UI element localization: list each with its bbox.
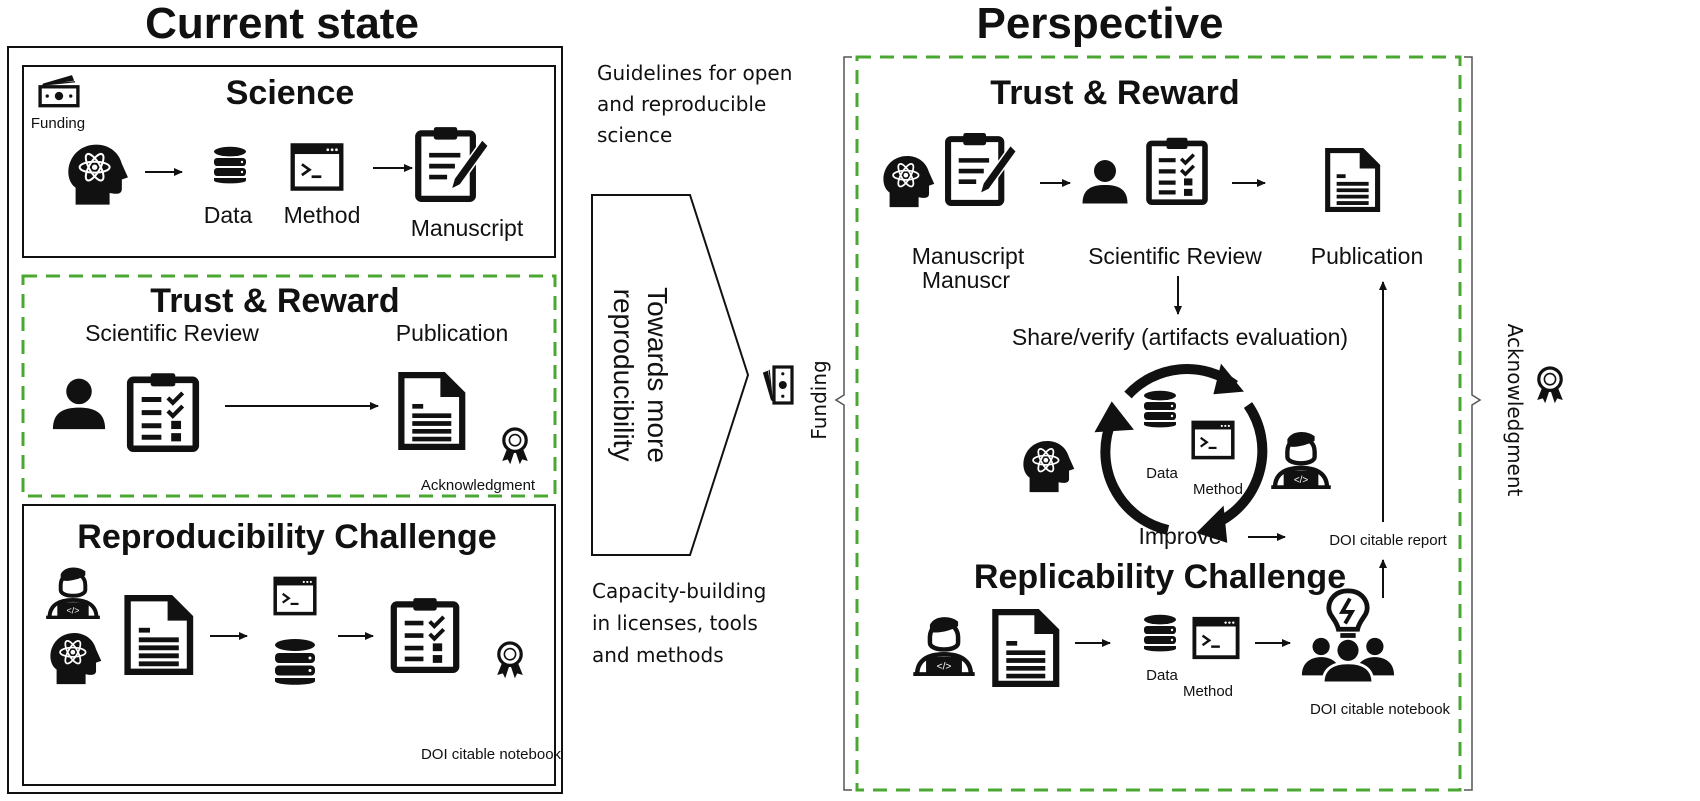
person-icon xyxy=(1082,160,1128,204)
data-label: Data xyxy=(1146,465,1178,482)
report-label: DOI citable report xyxy=(1329,532,1447,549)
capacity-text: Capacity-building in licenses, tools and… xyxy=(592,579,766,667)
brain-head-icon xyxy=(882,155,936,209)
cycle-arrows-icon xyxy=(1094,363,1268,543)
clipboard-pen-icon xyxy=(948,133,1016,203)
person-icon xyxy=(52,378,106,430)
database-icon xyxy=(1144,390,1176,428)
manuscript-label: Manuscript xyxy=(912,243,1025,269)
guidelines-line: and reproducible xyxy=(597,92,766,116)
coder-icon xyxy=(46,567,100,619)
science-panel: Science Funding Data Method Manuscript xyxy=(22,65,556,258)
current-state-frame xyxy=(7,46,563,794)
replicability-title: Replicability Challenge xyxy=(974,558,1346,596)
manuscript-duplicate-label: Manuscr xyxy=(922,267,1011,293)
money-icon xyxy=(38,73,80,108)
manuscript-label: Manuscript xyxy=(411,215,524,241)
document-icon xyxy=(1328,151,1378,210)
coder-icon xyxy=(913,617,974,676)
science-title: Science xyxy=(226,74,355,112)
review-label: Scientific Review xyxy=(85,320,259,346)
database-icon xyxy=(1144,614,1176,652)
money-icon xyxy=(761,365,794,405)
share-verify-label: Share/verify (artifacts evaluation) xyxy=(1012,324,1348,350)
method-label: Method xyxy=(1193,481,1243,498)
funding-label: Funding xyxy=(31,115,85,132)
database-icon xyxy=(214,146,246,184)
brain-head-icon xyxy=(1022,439,1076,494)
coder-icon xyxy=(1271,432,1331,489)
trust-reward-title: Trust & Reward xyxy=(150,282,399,320)
terminal-icon xyxy=(1194,619,1237,657)
clipboard-check-icon xyxy=(394,598,456,670)
document-icon xyxy=(401,375,462,447)
capacity-line: and methods xyxy=(592,643,724,667)
document-icon xyxy=(128,598,190,672)
capacity-line: Capacity-building xyxy=(592,579,766,603)
acknowledgment-label: Acknowledgment xyxy=(421,477,536,494)
current-state-title: Current state xyxy=(145,0,419,48)
perspective-title: Perspective xyxy=(976,0,1223,48)
award-icon xyxy=(500,427,530,466)
arrow-text-line: Towards more xyxy=(642,287,673,463)
method-label: Method xyxy=(1183,683,1233,700)
database-icon xyxy=(275,639,315,685)
guidelines-line: science xyxy=(597,123,672,147)
arrow-text-line: reproducibility xyxy=(608,289,639,462)
funding-label: Funding xyxy=(807,360,831,439)
brain-head-icon xyxy=(49,631,103,686)
perspective-frame xyxy=(855,55,1462,792)
review-label: Scientific Review xyxy=(1088,243,1262,269)
document-icon xyxy=(995,612,1056,684)
notebook-label: DOI citable notebook xyxy=(421,746,562,763)
data-label: Data xyxy=(1146,667,1178,684)
data-label: Data xyxy=(204,202,253,228)
brain-head-icon xyxy=(67,143,130,206)
group-idea-icon xyxy=(1302,591,1394,683)
guidelines-line: Guidelines for open xyxy=(597,61,792,85)
publication-label: Publication xyxy=(396,320,509,346)
acknowledgment-label: Acknowledgment xyxy=(1503,324,1527,497)
award-icon xyxy=(495,641,525,680)
clipboard-check-icon xyxy=(1149,138,1205,202)
terminal-icon xyxy=(275,578,315,613)
perspective-trust-title: Trust & Reward xyxy=(990,74,1239,112)
reproducibility-panel: Reproducibility Challenge DOI citable no… xyxy=(22,504,562,786)
clipboard-pen-icon xyxy=(418,127,488,199)
improve-label: Improve xyxy=(1138,523,1221,549)
trust-reward-panel: Trust & Reward Scientific Review Publica… xyxy=(21,274,557,498)
terminal-icon xyxy=(293,145,342,188)
guidelines-text: Guidelines for open and reproducible sci… xyxy=(597,61,792,147)
publication-label: Publication xyxy=(1311,243,1424,269)
towards-reproducibility-arrow: Towards more reproducibility xyxy=(591,194,750,556)
left-brace xyxy=(834,56,852,791)
clipboard-check-icon xyxy=(130,373,196,448)
award-icon xyxy=(1535,366,1565,405)
terminal-icon xyxy=(1191,420,1235,460)
reproducibility-title: Reproducibility Challenge xyxy=(77,518,496,556)
method-label: Method xyxy=(284,202,361,228)
notebook-label: DOI citable notebook xyxy=(1310,701,1451,718)
capacity-line: in licenses, tools xyxy=(592,611,758,635)
right-brace xyxy=(1464,56,1482,791)
